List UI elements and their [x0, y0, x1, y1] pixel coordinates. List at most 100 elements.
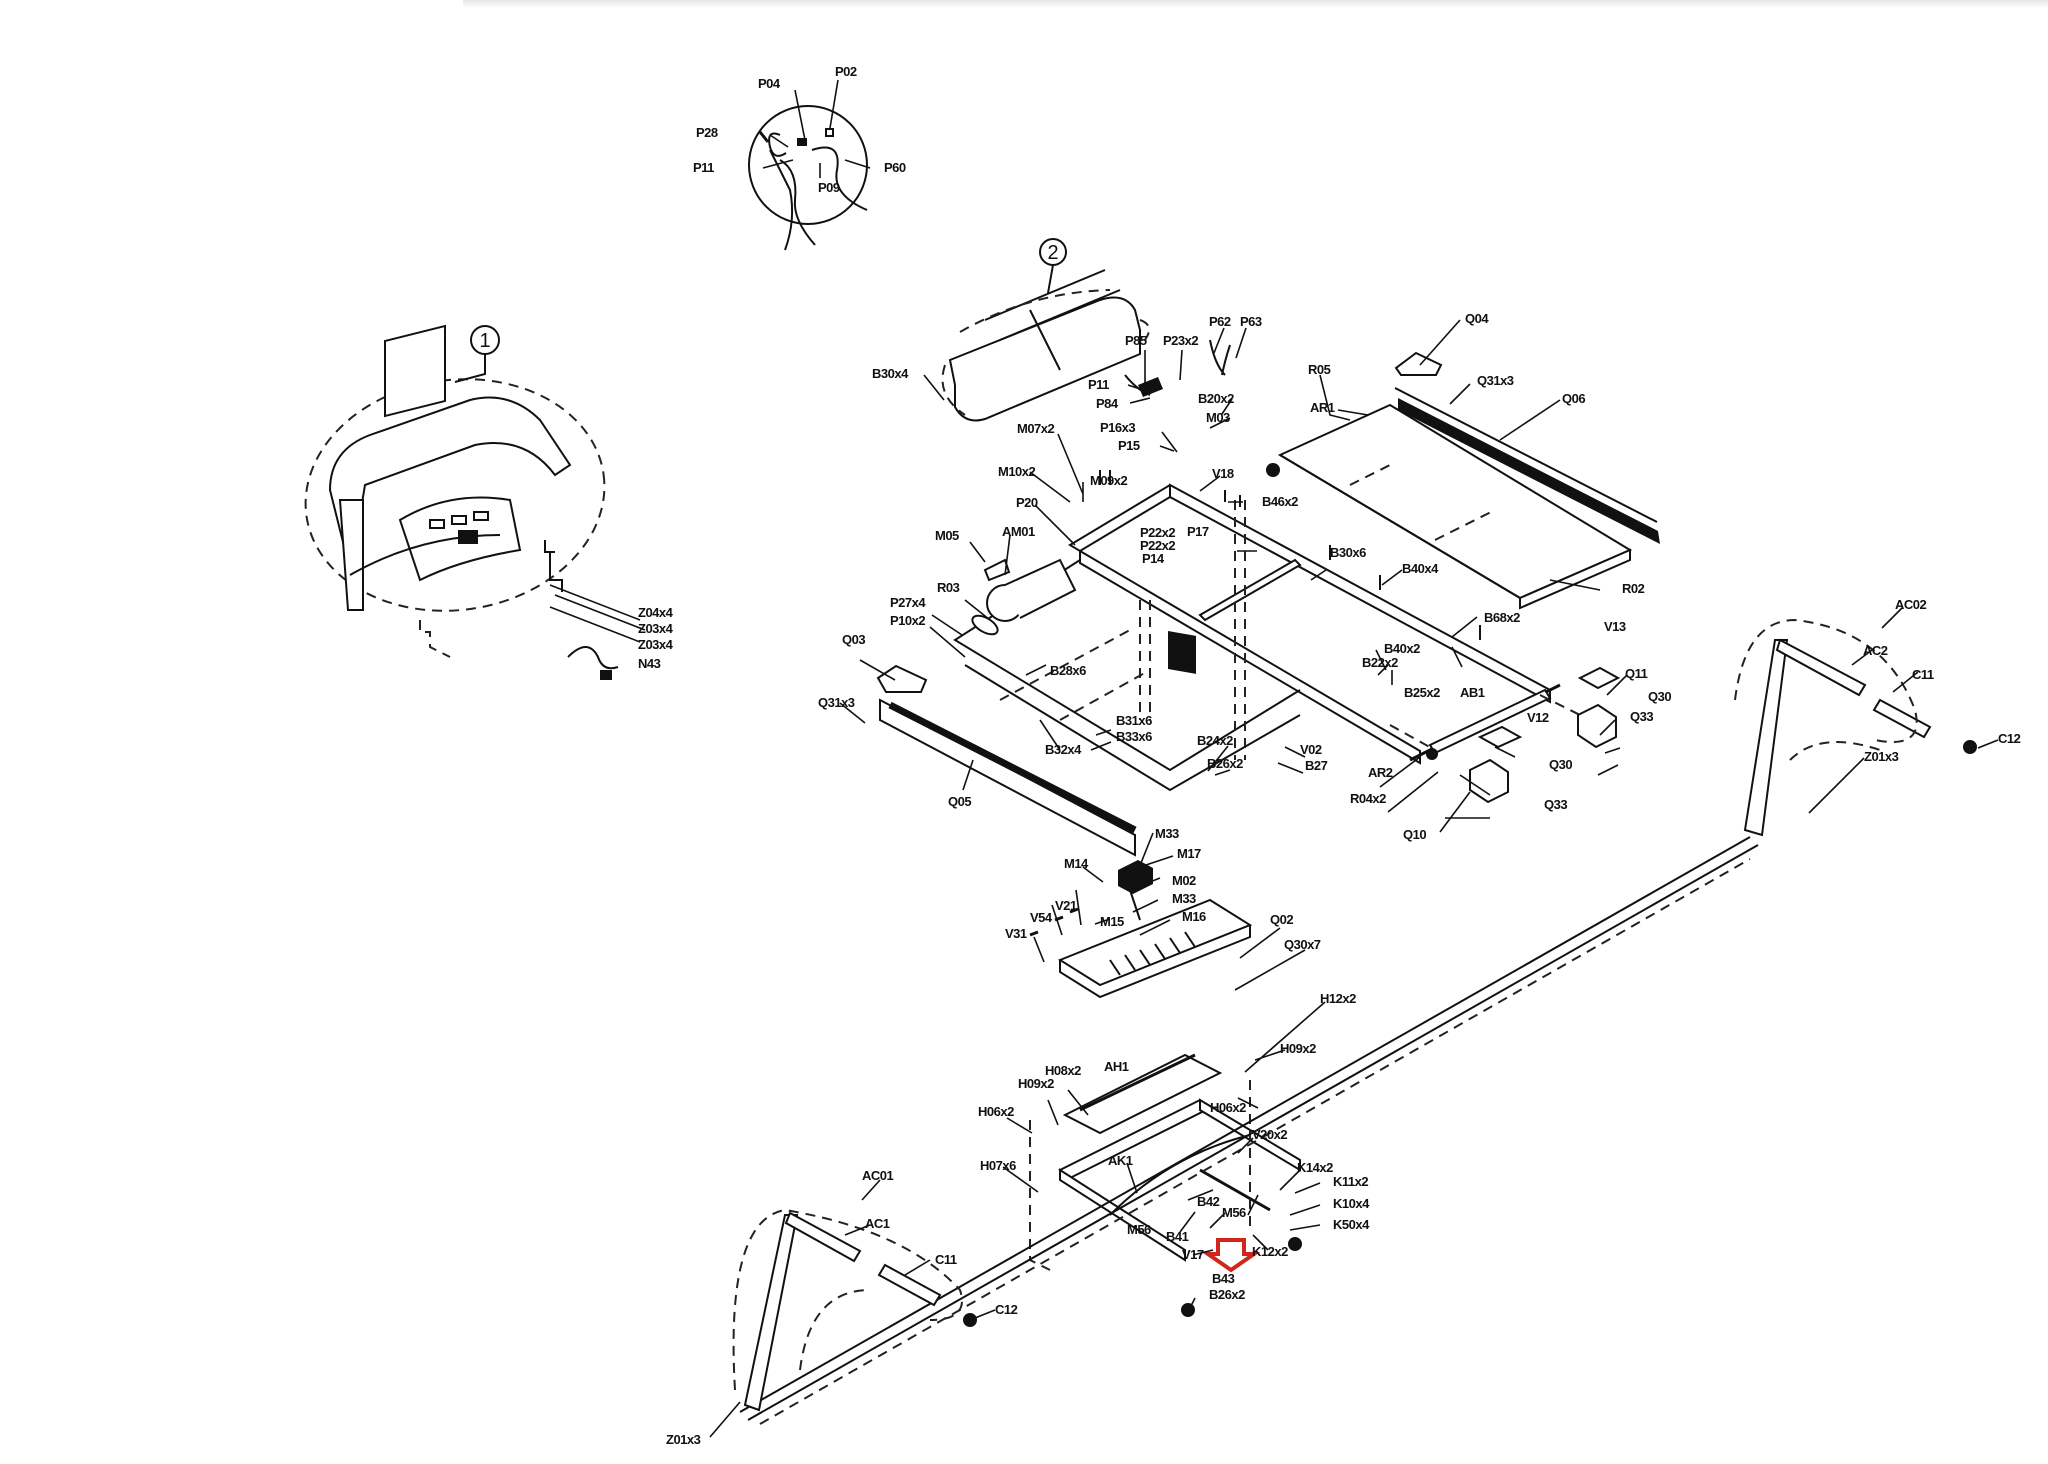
console-bracket [544, 540, 563, 592]
label-p28: P28 [696, 125, 718, 140]
rear-roller-assembly [1389, 666, 1621, 804]
page-top-edge [463, 0, 2048, 8]
sticker-v12 [1477, 725, 1523, 749]
label-q04: Q04 [1465, 311, 1489, 326]
label-v18: V18 [1212, 466, 1234, 481]
label-k12: K12x2 [1252, 1244, 1288, 1259]
end-cap-q11 [1577, 703, 1617, 749]
connector-p02 [825, 128, 834, 137]
label-k11: K11x2 [1333, 1174, 1368, 1189]
label-r05: R05 [1308, 362, 1331, 377]
upright-post-right [1743, 639, 1789, 837]
wires-p62-p63 [1209, 339, 1231, 376]
part-labels: P02 P04 P28 P11 P09 P60 Z04x4 Z03x4 Z03x… [638, 64, 2021, 1447]
label-k14: K14x2 [1297, 1160, 1333, 1175]
console-frame-top [328, 396, 572, 552]
label-q30x7: Q30x7 [1284, 937, 1321, 952]
connector-n43 [600, 670, 612, 680]
frame-left-rail [1079, 549, 1421, 765]
wire-3 [811, 146, 868, 211]
label-p16: P16x3 [1100, 420, 1135, 435]
label-k50: K50x4 [1333, 1217, 1370, 1232]
sticker-v13 [1577, 666, 1621, 690]
label-m17: M17 [1177, 846, 1201, 861]
upright-left-outline [732, 1208, 963, 1391]
upright-assembly-right [1734, 618, 1977, 837]
label-b43: B43 [1212, 1271, 1235, 1286]
label-ac02: AC02 [1895, 597, 1927, 612]
label-b68: B68x2 [1484, 610, 1520, 625]
end-cap-c12-right [1963, 740, 1977, 754]
label-h06-right: H06x2 [1210, 1100, 1246, 1115]
connector-p04 [797, 138, 807, 146]
handlebar-ac2 [1775, 638, 1867, 697]
label-k10: K10x4 [1333, 1196, 1370, 1211]
label-b20: B20x2 [1198, 391, 1234, 406]
label-m56-right: M56 [1222, 1205, 1246, 1220]
label-q03: Q03 [842, 632, 865, 647]
connector-p28 [758, 131, 770, 143]
label-v12: V12 [1527, 710, 1549, 725]
label-q30-left: Q30 [1549, 757, 1572, 772]
label-p23: P23x2 [1163, 333, 1198, 348]
upright-post-left [743, 1214, 799, 1412]
label-b40-b: B40x2 [1384, 641, 1420, 656]
label-ac1: AC1 [865, 1216, 890, 1231]
rail-end-cap-q04 [1394, 351, 1443, 376]
wire-1 [769, 149, 794, 251]
label-r02: R02 [1622, 581, 1645, 596]
label-m07: M07x2 [1017, 421, 1055, 436]
side-rail-right [1394, 351, 1660, 544]
label-q10: Q10 [1403, 827, 1426, 842]
label-p09: P09 [818, 180, 840, 195]
motor-hood-assembly: 2 [941, 238, 1231, 422]
label-b31: B31x6 [1116, 713, 1152, 728]
label-b40-a: B40x4 [1402, 561, 1439, 576]
label-h06-left: H06x2 [978, 1104, 1014, 1119]
label-p85: P85 [1125, 333, 1147, 348]
end-cap-c12-left [963, 1313, 977, 1327]
frame-middle-crossbar [1198, 558, 1302, 622]
label-h09-left: H09x2 [1018, 1076, 1054, 1091]
wiring-detail-view [748, 105, 868, 251]
console-upright-left [338, 499, 364, 611]
label-h08: H08x2 [1045, 1063, 1081, 1078]
label-m09: M09x2 [1090, 473, 1128, 488]
label-ak1: AK1 [1108, 1153, 1133, 1168]
label-b33: B33x6 [1116, 729, 1152, 744]
incline-motor-m56 [1199, 1168, 1271, 1212]
end-cap-q10 [1469, 758, 1509, 804]
label-q33-left: Q33 [1544, 797, 1567, 812]
label-p04: P04 [758, 76, 781, 91]
leader-lines [709, 79, 1999, 1438]
label-z03-a: Z03x4 [638, 621, 674, 636]
label-v31: V31 [1005, 926, 1027, 941]
label-q02: Q02 [1270, 912, 1293, 927]
label-v13: V13 [1604, 619, 1626, 634]
detail-circle [748, 105, 868, 225]
highlight-arrow-b43 [1201, 1238, 1261, 1273]
label-ar2: AR2 [1368, 765, 1393, 780]
controller-board-m03 [1168, 630, 1196, 674]
label-ac2: AC2 [1863, 643, 1888, 658]
console-keys [429, 511, 489, 529]
foot-b26 [1181, 1303, 1195, 1317]
label-p10: P10x2 [890, 613, 925, 628]
label-q33-right: Q33 [1630, 709, 1653, 724]
upright-assembly-left [732, 1208, 977, 1412]
callout-1-label: 1 [479, 330, 490, 352]
label-v21: V21 [1055, 898, 1077, 913]
label-q31-left: Q31x3 [818, 695, 855, 710]
side-rail-q05-tread [888, 701, 1137, 834]
side-rail-left [876, 664, 1137, 857]
label-p11: P11 [1088, 377, 1109, 392]
handlebar-grip-c11-left [877, 1263, 942, 1307]
lower-controller [1029, 860, 1253, 999]
front-roller-end [1266, 463, 1280, 477]
label-p20: P20 [1016, 495, 1038, 510]
label-z04: Z04x4 [638, 605, 674, 620]
label-v20: V20x2 [1252, 1127, 1287, 1142]
wire-loop [768, 132, 787, 157]
label-b28: B28x6 [1050, 663, 1086, 678]
label-c11-right: C11 [1912, 667, 1934, 682]
